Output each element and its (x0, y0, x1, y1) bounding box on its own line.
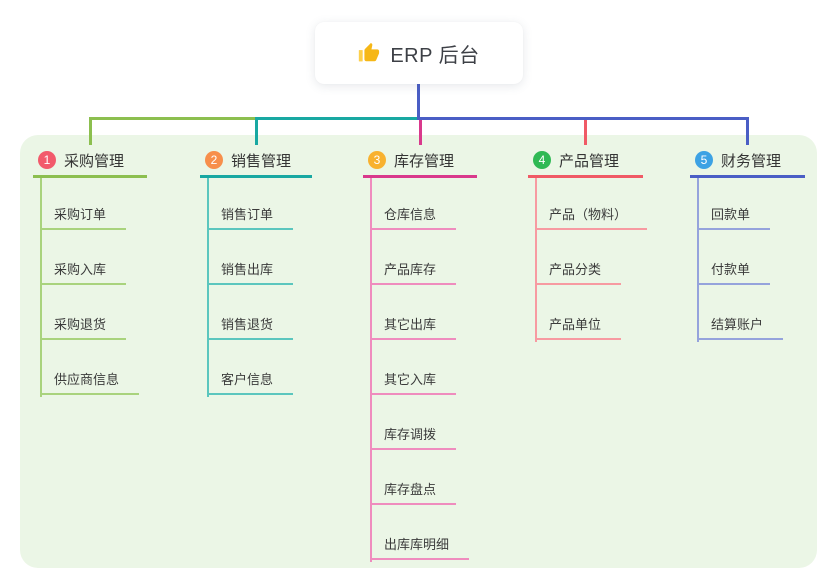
child-node[interactable]: 出库库明细 (370, 526, 470, 560)
child-node[interactable]: 采购订单 (40, 196, 127, 230)
connector-line (417, 84, 420, 120)
connector-line (584, 120, 587, 145)
branch-trunk-line (697, 178, 699, 342)
child-node-label: 付款单 (711, 262, 751, 277)
child-node-label: 客户信息 (221, 372, 274, 387)
child-node[interactable]: 销售退货 (207, 306, 294, 340)
child-node[interactable]: 其它入库 (370, 361, 457, 395)
child-node[interactable]: 产品单位 (535, 306, 622, 340)
branch-node-label: 产品管理 (559, 152, 620, 170)
connector-line (746, 117, 749, 145)
branch-node-5[interactable]: 5 财务管理 (690, 145, 805, 178)
child-node[interactable]: 库存调拨 (370, 416, 457, 450)
child-node[interactable]: 供应商信息 (40, 361, 140, 395)
child-node-label: 库存调拨 (384, 427, 437, 442)
child-node[interactable]: 销售订单 (207, 196, 294, 230)
branch-number-badge: 1 (38, 151, 56, 169)
child-node-label: 回款单 (711, 207, 751, 222)
branch-number-badge: 5 (695, 151, 713, 169)
child-node-label: 结算账户 (711, 317, 764, 332)
branch-number-badge: 4 (533, 151, 551, 169)
child-node-label: 出库库明细 (384, 537, 450, 552)
child-node-label: 产品（物料） (549, 207, 628, 222)
branch-node-label: 财务管理 (721, 152, 782, 170)
branch-node-3[interactable]: 3 库存管理 (363, 145, 477, 178)
branch-trunk-line (40, 178, 42, 397)
connector-line (419, 120, 422, 145)
branch-node-label: 库存管理 (394, 152, 455, 170)
branch-trunk-line (207, 178, 209, 397)
branch-trunk-line (370, 178, 372, 562)
branch-node-label: 销售管理 (231, 152, 292, 170)
root-node-label: ERP 后台 (390, 44, 480, 67)
child-node-label: 销售退货 (221, 317, 274, 332)
child-node[interactable]: 回款单 (697, 196, 771, 230)
child-node-label: 其它入库 (384, 372, 437, 387)
root-node[interactable]: ERP 后台 (315, 22, 523, 84)
child-node[interactable]: 仓库信息 (370, 196, 457, 230)
child-node[interactable]: 库存盘点 (370, 471, 457, 505)
child-node-label: 供应商信息 (54, 372, 120, 387)
child-node-label: 采购退货 (54, 317, 107, 332)
child-node-label: 采购订单 (54, 207, 107, 222)
child-node-label: 仓库信息 (384, 207, 437, 222)
child-node[interactable]: 产品（物料） (535, 196, 648, 230)
child-node-label: 产品分类 (549, 262, 602, 277)
connector-line (255, 117, 258, 145)
child-node-label: 产品库存 (384, 262, 437, 277)
child-node-label: 销售出库 (221, 262, 274, 277)
connector-line (89, 117, 92, 145)
branches-panel (20, 135, 817, 568)
connector-line (89, 117, 258, 120)
branch-node-4[interactable]: 4 产品管理 (528, 145, 643, 178)
child-node[interactable]: 付款单 (697, 251, 771, 285)
child-node[interactable]: 采购退货 (40, 306, 127, 340)
branch-node-1[interactable]: 1 采购管理 (33, 145, 147, 178)
branch-number-badge: 3 (368, 151, 386, 169)
child-node-label: 库存盘点 (384, 482, 437, 497)
thumbs-up-icon (359, 42, 380, 62)
connector-line (255, 117, 420, 120)
child-node-label: 产品单位 (549, 317, 602, 332)
child-node[interactable]: 产品库存 (370, 251, 457, 285)
child-node[interactable]: 其它出库 (370, 306, 457, 340)
connector-line (417, 117, 749, 120)
child-node-label: 销售订单 (221, 207, 274, 222)
branch-node-2[interactable]: 2 销售管理 (200, 145, 312, 178)
branch-trunk-line (535, 178, 537, 342)
child-node[interactable]: 采购入库 (40, 251, 127, 285)
child-node-label: 采购入库 (54, 262, 107, 277)
branch-number-badge: 2 (205, 151, 223, 169)
child-node[interactable]: 客户信息 (207, 361, 294, 395)
child-node[interactable]: 销售出库 (207, 251, 294, 285)
child-node[interactable]: 结算账户 (697, 306, 784, 340)
child-node-label: 其它出库 (384, 317, 437, 332)
branch-node-label: 采购管理 (64, 152, 125, 170)
child-node[interactable]: 产品分类 (535, 251, 622, 285)
